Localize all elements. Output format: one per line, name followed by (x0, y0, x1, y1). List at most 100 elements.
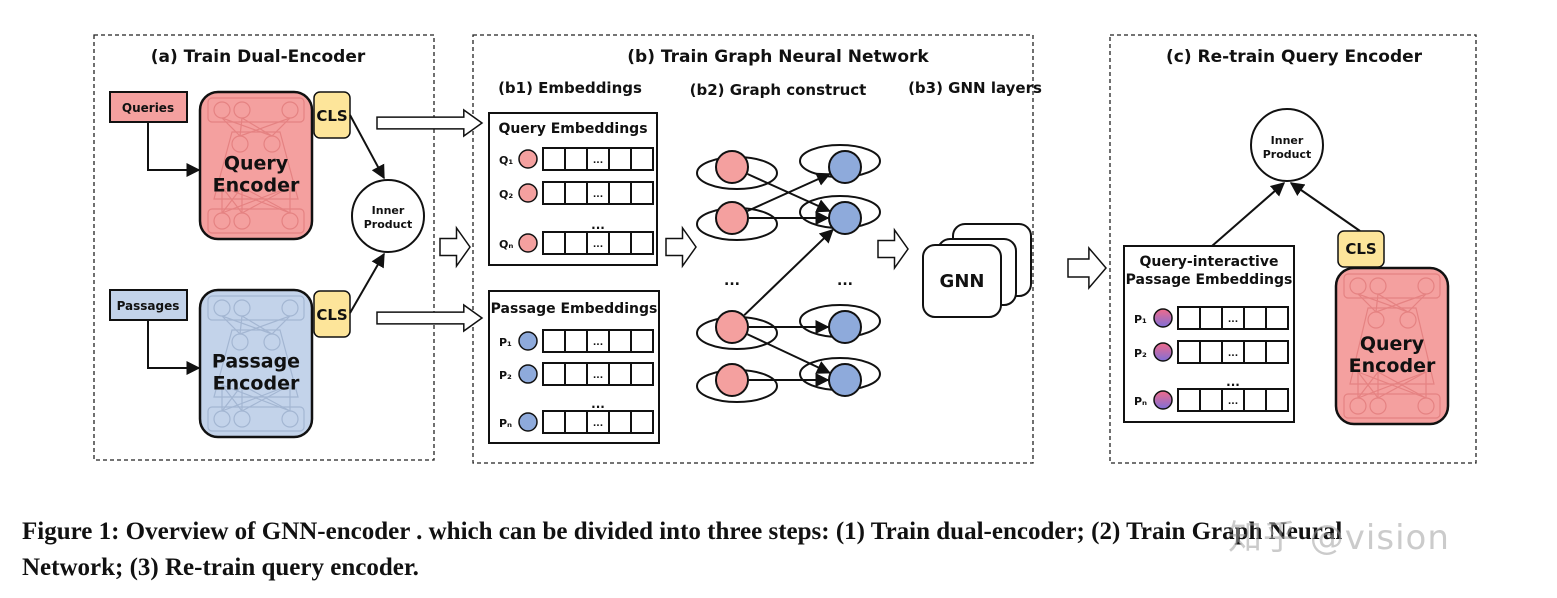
query-node (715, 363, 749, 397)
passage-embedding-node (518, 364, 538, 384)
query-embedding-cell (564, 231, 588, 255)
query-embedding-row-label: Qₙ (499, 238, 513, 251)
graph-edge (747, 172, 831, 212)
qi-embedding-node (1153, 390, 1173, 410)
arrow-query-to-embeddings (376, 108, 484, 138)
graph-ellipsis-left: ... (724, 273, 740, 289)
passage-embedding-row-label: P₂ (499, 369, 512, 382)
gnn-box (922, 244, 1002, 318)
passage-embedding-row: P₂... (499, 362, 654, 386)
panel-c-frame (1109, 34, 1477, 464)
query-embedding-node (518, 233, 538, 253)
queries-to-encoder-arrow (147, 122, 201, 177)
query-embedding-row-label: Q₁ (499, 154, 513, 167)
qi-embedding-row-label: P₁ (1134, 313, 1147, 326)
query-embedding-cell (542, 231, 566, 255)
graph-edge (746, 333, 831, 374)
passage-embedding-cell (608, 362, 632, 386)
gnn-layers-stack (922, 223, 1032, 318)
qi-embedding-cell (1265, 340, 1289, 364)
query-embedding-cell (608, 147, 632, 171)
qi-embedding-cell (1265, 306, 1289, 330)
cls-label-c: CLS (1345, 240, 1376, 258)
passage-embedding-cell-ellipsis: ... (593, 371, 603, 381)
passage-embedding-cell (608, 329, 632, 353)
cls-q-to-inner-arrow (349, 114, 385, 180)
passage-embedding-node (518, 412, 538, 432)
query-encoder-c-body (1334, 266, 1450, 426)
qi-embedding-cell-ellipsis: ... (1228, 349, 1238, 359)
cls-label-passage-a: CLS (316, 306, 347, 324)
qi-embedding-row-label: P₂ (1134, 347, 1147, 360)
qi-embedding-cell-ellipsis: ... (1228, 315, 1238, 325)
inner-product-c (1250, 108, 1324, 182)
query-embedding-row: Qₙ...... (499, 218, 654, 255)
query-encoder-a-body (198, 90, 314, 241)
cls-box-passage-a (313, 290, 351, 338)
passage-embedding-row-label: Pₙ (499, 417, 512, 430)
passage-encoder-a-label-2: Encoder (213, 373, 300, 395)
passages-label: Passages (117, 299, 180, 313)
caption-line-2: Network; (3) Re-train query encoder. (22, 554, 419, 581)
qi-embedding-cell (1243, 388, 1267, 412)
passage-embedding-cell (542, 362, 566, 386)
cls-p-to-inner-arrow (349, 252, 385, 314)
bipartite-graph (696, 144, 881, 403)
query-node (715, 150, 749, 184)
qi-embedding-node (1153, 342, 1173, 362)
qi-embedding-cell (1243, 306, 1267, 330)
query-embedding-row: Q₁... (499, 147, 654, 171)
qi-embedding-cell (1177, 306, 1201, 330)
passage-embedding-cell (542, 410, 566, 434)
query-encoder-c-network-icon (1343, 273, 1441, 419)
query-node (715, 310, 749, 344)
query-embedding-cell (630, 231, 654, 255)
queries-box (109, 91, 188, 123)
b1-title: (b1) Embeddings (498, 79, 642, 97)
query-embedding-row: Q₂... (499, 181, 654, 205)
qi-embedding-cell (1177, 340, 1201, 364)
passage-embedding-cell (630, 362, 654, 386)
passage-embedding-cell (630, 410, 654, 434)
queries-label: Queries (122, 101, 174, 115)
inner-product-a (351, 179, 425, 253)
query-encoder-a-label-2: Encoder (213, 175, 300, 197)
qi-embedding-cell (1199, 340, 1223, 364)
inner-product-c-line1: Inner (1271, 134, 1304, 147)
passage-embedding-cell (564, 362, 588, 386)
gnn-label: GNN (940, 271, 985, 292)
panel-a-frame (93, 34, 435, 461)
passage-encoder-a-network-icon (207, 295, 305, 432)
panel-b-title: (b) Train Graph Neural Network (627, 47, 929, 67)
graph-ellipsis-right: ... (837, 273, 853, 289)
query-embedding-row-label: Q₂ (499, 188, 513, 201)
passage-node (828, 201, 862, 235)
passage-embedding-row-ellipsis: ... (591, 397, 605, 411)
arrow-a-to-b (439, 225, 471, 269)
passages-box (109, 289, 188, 321)
passage-embedding-row: Pₙ...... (499, 397, 654, 434)
passage-node (828, 363, 862, 397)
qi-embedding-cell (1265, 388, 1289, 412)
inner-product-a-line2: Product (364, 218, 413, 231)
figure-caption: Figure 1: Overview of GNN-encoder . whic… (22, 514, 1542, 586)
qi-embedding-row-label: Pₙ (1134, 395, 1147, 408)
qi-embedding-cell (1243, 340, 1267, 364)
qi-embedding-cell (1177, 388, 1201, 412)
inner-product-a-line1: Inner (372, 204, 405, 217)
passage-encoder-a-body (198, 288, 314, 439)
passage-encoder-a-label-1: Passage (212, 351, 300, 373)
qi-embedding-row: Pₙ...... (1134, 375, 1289, 412)
passage-node (828, 150, 862, 184)
passage-embedding-cell-ellipsis: ... (593, 419, 603, 429)
query-encoder-a-label-1: Query (224, 153, 289, 175)
graph-edge (743, 228, 834, 316)
arrow-graph-to-gnn (877, 227, 909, 271)
query-node (715, 201, 749, 235)
caption-line-1: Figure 1: Overview of GNN-encoder . whic… (22, 518, 1343, 545)
query-embeddings-title: Query Embeddings (498, 121, 647, 137)
qi-embedding-cell (1199, 388, 1223, 412)
qi-title-line2: Passage Embeddings (1126, 272, 1293, 288)
panel-c-title: (c) Re-train Query Encoder (1166, 47, 1423, 67)
